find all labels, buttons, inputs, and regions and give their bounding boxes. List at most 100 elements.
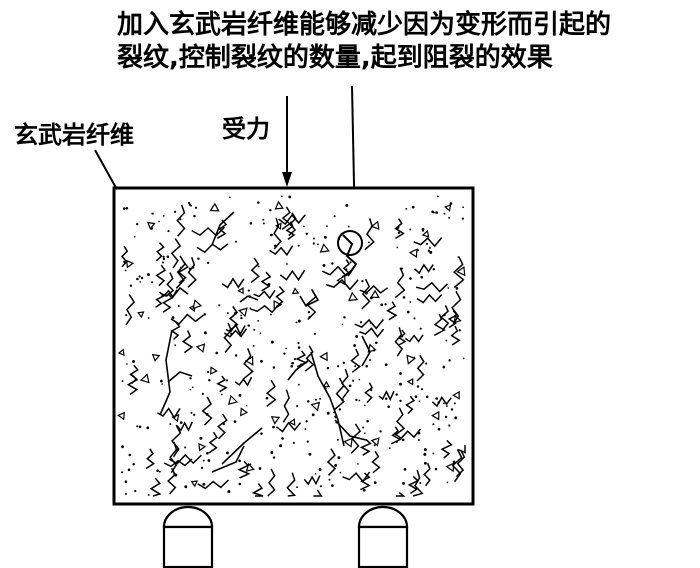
basalt-fiber: [450, 325, 461, 346]
sand-dot: [374, 341, 378, 345]
basalt-fiber: [354, 318, 384, 330]
basalt-fiber: [201, 396, 213, 426]
basalt-fiber: [161, 292, 173, 313]
sand-dot: [292, 441, 295, 444]
sand-dot: [156, 469, 160, 473]
sand-dot: [443, 212, 446, 215]
sand-dot: [453, 402, 456, 405]
sand-dot: [288, 195, 292, 199]
basalt-fiber: [120, 245, 129, 268]
sand-dot: [423, 452, 427, 456]
sand-dot: [238, 482, 242, 486]
sand-dot: [270, 340, 274, 344]
sand-dot: [445, 339, 448, 342]
sand-dot: [409, 228, 412, 231]
sand-dot: [358, 399, 361, 402]
sand-dot: [418, 400, 421, 403]
basalt-fiber: [278, 213, 306, 226]
sand-dot: [449, 202, 453, 205]
sand-dot: [146, 273, 150, 277]
sand-dot: [197, 257, 200, 260]
basalt-fiber: [414, 263, 434, 275]
sand-dot: [138, 275, 141, 278]
basalt-fiber: [267, 468, 276, 497]
sand-dot: [432, 452, 435, 455]
sand-dot: [297, 244, 300, 247]
basalt-fiber: [457, 445, 466, 454]
sand-dot: [349, 261, 352, 264]
sand-dot: [342, 361, 345, 364]
sand-dot: [162, 257, 166, 261]
annotation-line-2: 裂纹,控制裂纹的数量,起到阻裂的效果: [117, 42, 553, 73]
sand-dot: [425, 362, 428, 365]
basalt-fiber: [341, 368, 350, 399]
basalt-fiber: [275, 286, 285, 308]
sand-dot: [341, 323, 344, 326]
basalt-fiber: [364, 382, 374, 404]
sand-dot: [363, 432, 366, 435]
sand-dot: [257, 201, 260, 204]
sand-dot: [409, 277, 412, 280]
basalt-fiber: [415, 281, 449, 293]
basalt-fiber: [326, 448, 337, 476]
sand-dot: [306, 400, 310, 403]
aggregate-particle: [238, 307, 248, 318]
sand-dot: [362, 488, 366, 492]
sand-dot: [159, 379, 163, 383]
sand-dot: [220, 393, 223, 396]
sand-dot: [270, 233, 273, 237]
sand-dot: [247, 289, 250, 292]
sand-dot: [446, 481, 449, 484]
sand-dot: [455, 286, 459, 290]
sand-dot: [420, 388, 424, 391]
basalt-fiber: [281, 206, 292, 230]
sand-dot: [132, 360, 136, 363]
basalt-fiber: [223, 328, 248, 338]
sand-dot: [129, 284, 133, 287]
sand-dot: [326, 366, 330, 370]
sand-dot: [190, 411, 193, 414]
sand-dot: [409, 301, 412, 303]
aggregate-particle: [406, 354, 417, 365]
sand-dot: [432, 268, 436, 271]
sand-dot: [413, 317, 416, 320]
basalt-fiber: [197, 479, 230, 490]
sand-dot: [174, 344, 177, 347]
sand-dot: [435, 397, 439, 400]
sand-dot: [184, 446, 187, 449]
basalt-fiber: [187, 257, 197, 288]
sand-dot: [122, 207, 126, 210]
sand-dot: [448, 359, 451, 362]
sand-dot: [247, 324, 250, 327]
sand-dot: [348, 384, 352, 388]
aggregate-particle: [370, 289, 380, 299]
basalt-fiber: [217, 413, 228, 440]
sand-dot: [272, 456, 276, 459]
aggregate-particle: [370, 220, 380, 231]
sand-dot: [388, 447, 391, 449]
sand-dot: [347, 225, 350, 228]
basalt-fiber: [237, 460, 251, 479]
sand-dot: [272, 366, 276, 369]
sand-dot: [262, 222, 265, 225]
sand-dot: [416, 385, 420, 388]
sand-dot: [179, 421, 183, 424]
basalt-fiber: [304, 345, 315, 372]
sand-dot: [352, 379, 355, 382]
sand-dot: [462, 357, 465, 360]
sand-dot: [285, 347, 287, 350]
sand-dot: [304, 428, 307, 430]
basalt-fiber: [125, 294, 136, 326]
sand-dot: [307, 310, 311, 314]
sand-dot: [331, 484, 334, 487]
sand-dot: [279, 444, 283, 448]
sand-dot: [286, 263, 288, 265]
sand-dot: [425, 242, 429, 245]
sand-dot: [368, 241, 370, 244]
sand-dot: [191, 386, 194, 389]
aggregate-particle: [117, 411, 125, 421]
sand-dot: [417, 439, 420, 441]
sand-dot: [127, 468, 131, 472]
sand-dot: [359, 321, 363, 324]
